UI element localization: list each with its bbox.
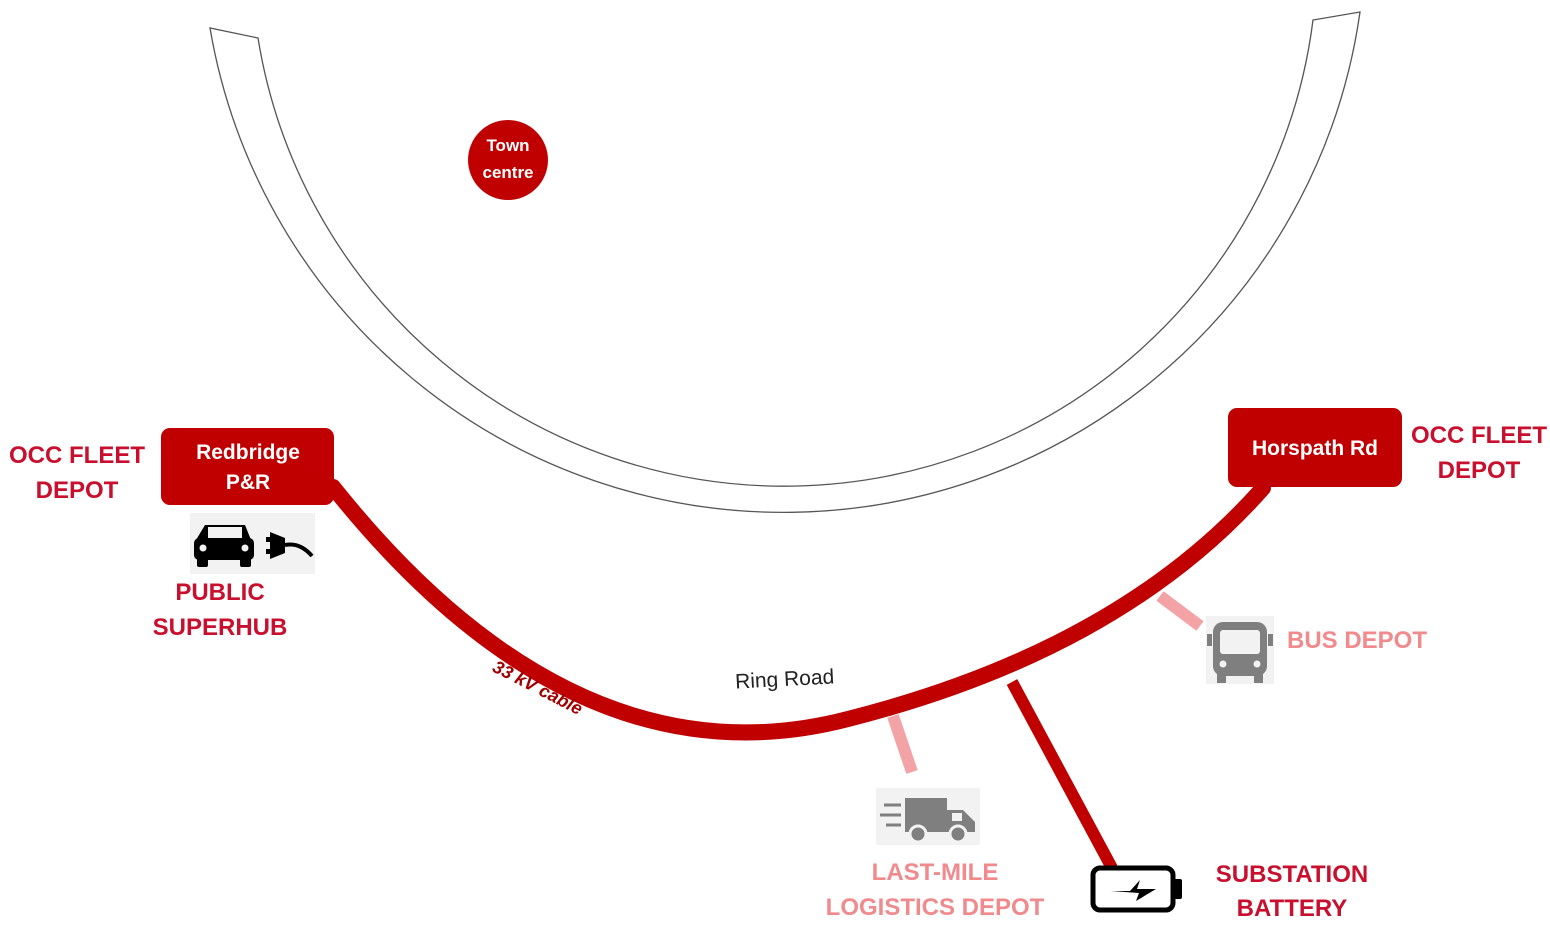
bus-depot-spur: [1156, 591, 1204, 631]
substation-battery-line1: SUBSTATION: [1215, 861, 1369, 888]
town-centre-marker: [468, 120, 548, 200]
substation-battery-label: SUBSTATION BATTERY: [1200, 858, 1384, 926]
bus-icon: [1206, 616, 1274, 684]
redbridge-box-label-line1: Redbridge: [196, 441, 300, 464]
horspath-box: [1228, 408, 1402, 487]
logistics-depot-line1: LAST-MILE: [871, 859, 999, 886]
public-superhub-line2: SUPERHUB: [152, 614, 288, 641]
ev-charging-car-icon: [190, 513, 315, 574]
redbridge-fleet-depot-label: OCC FLEET DEPOT: [4, 438, 150, 508]
cable-33kv: [325, 479, 1271, 741]
delivery-van-icon: [876, 788, 980, 845]
bus-depot-label: BUS DEPOT: [1282, 623, 1432, 658]
battery-icon: [1090, 865, 1182, 913]
logistics-depot-label: LAST-MILE LOGISTICS DEPOT: [815, 855, 1055, 925]
horspath-fleet-depot-line2: DEPOT: [1437, 457, 1521, 484]
ring-road-label: Ring Road: [735, 665, 835, 693]
horspath-box-label: Horspath Rd: [1252, 437, 1378, 460]
town-centre-label-line1: Town: [486, 136, 529, 155]
redbridge-box-label-line2: P&R: [226, 471, 270, 494]
bus-depot-text: BUS DEPOT: [1286, 627, 1427, 654]
town-centre-label-line2: centre: [482, 163, 533, 182]
horspath-fleet-depot-label: OCC FLEET DEPOT: [1405, 418, 1550, 488]
substation-battery-spur: [1006, 679, 1118, 871]
redbridge-box: [161, 428, 334, 505]
substation-battery-line2: BATTERY: [1236, 895, 1348, 922]
logistics-depot-line2: LOGISTICS DEPOT: [825, 894, 1045, 921]
redbridge-fleet-depot-line2: DEPOT: [35, 477, 119, 504]
public-superhub-line1: PUBLIC: [175, 579, 265, 606]
redbridge-fleet-depot-line1: OCC FLEET: [9, 442, 145, 469]
horspath-fleet-depot-line1: OCC FLEET: [1411, 422, 1547, 449]
ring-road: [209, 11, 1361, 513]
logistics-depot-spur: [887, 714, 918, 774]
public-superhub-label: PUBLIC SUPERHUB: [140, 575, 300, 645]
